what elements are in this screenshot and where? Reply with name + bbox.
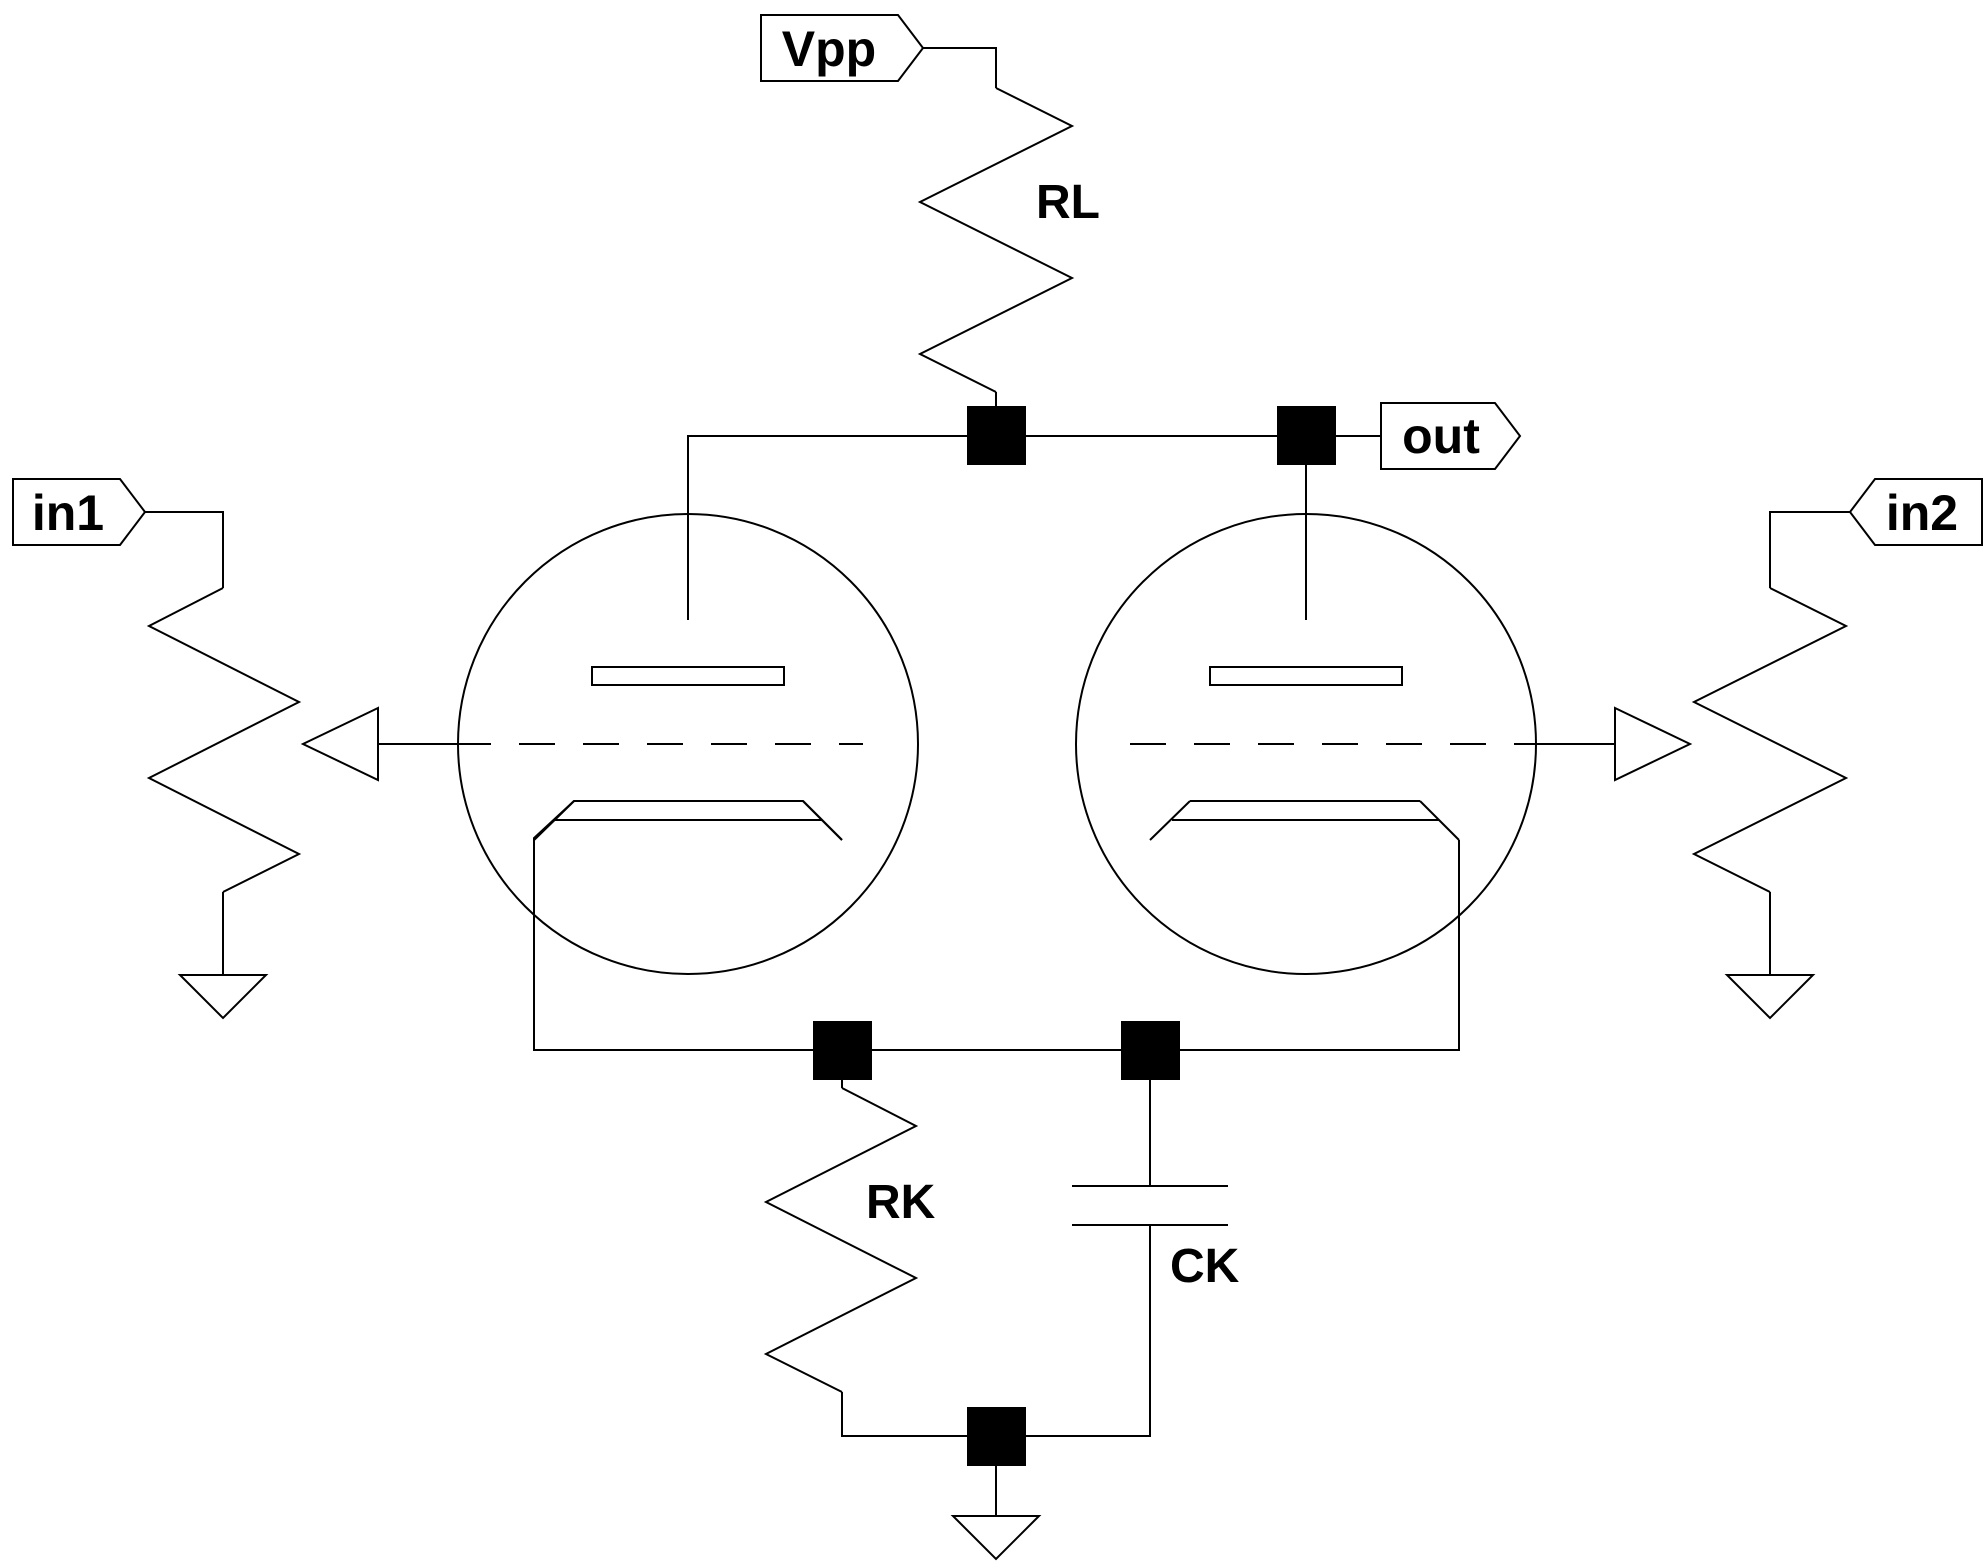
rl-label: RL	[1036, 176, 1100, 229]
out-port: out	[1380, 402, 1522, 470]
resistor-grid-right	[1691, 587, 1849, 893]
triode-right-cathode-edges	[1149, 800, 1460, 841]
triode-right-plate	[1209, 666, 1403, 686]
vpp-label: Vpp	[782, 21, 876, 77]
triode-left-cathode-edges	[533, 800, 843, 841]
ck-bottom-wire	[996, 1225, 1151, 1437]
ck-label: CK	[1170, 1240, 1240, 1293]
grid-right-arrow	[1536, 706, 1693, 782]
resistor-grid-left-zigzag	[146, 587, 302, 893]
triode-right	[1075, 513, 1537, 975]
resistor-rk: RK	[763, 1080, 936, 1393]
out-label: out	[1402, 408, 1480, 464]
ground-right	[1724, 974, 1816, 1020]
resistor-rl: RL	[917, 87, 1100, 393]
junction-cathode-ck	[1121, 1021, 1180, 1080]
rk-bottom-wire	[841, 1392, 996, 1437]
cathode-node-wire	[533, 840, 1460, 1051]
vpp-port: Vpp	[760, 14, 925, 82]
in2-wire	[1769, 511, 1850, 588]
triode-left	[455, 513, 919, 975]
vpp-wire	[923, 47, 997, 88]
resistor-grid-right-zigzag	[1691, 587, 1849, 893]
grid-left-arrow	[300, 706, 455, 782]
junction-rl-plate	[967, 406, 1026, 465]
in2-label: in2	[1886, 485, 1958, 541]
in1-wire	[145, 511, 224, 588]
in1-port: in1	[12, 478, 147, 546]
capacitor-ck: CK	[996, 1080, 1240, 1437]
in1-label: in1	[32, 485, 104, 541]
triode-left-plate	[591, 666, 785, 686]
junction-ground	[967, 1407, 1026, 1466]
ground-main	[950, 1515, 1042, 1561]
ground-left	[177, 974, 269, 1020]
resistor-rl-zigzag	[917, 87, 1075, 393]
resistor-grid-left	[146, 587, 302, 893]
resistor-rk-zigzag	[763, 1087, 919, 1393]
junction-out	[1277, 406, 1336, 465]
rk-label: RK	[866, 1176, 936, 1229]
in2-port: in2	[1848, 478, 1983, 546]
junction-cathode-rk	[813, 1021, 872, 1080]
